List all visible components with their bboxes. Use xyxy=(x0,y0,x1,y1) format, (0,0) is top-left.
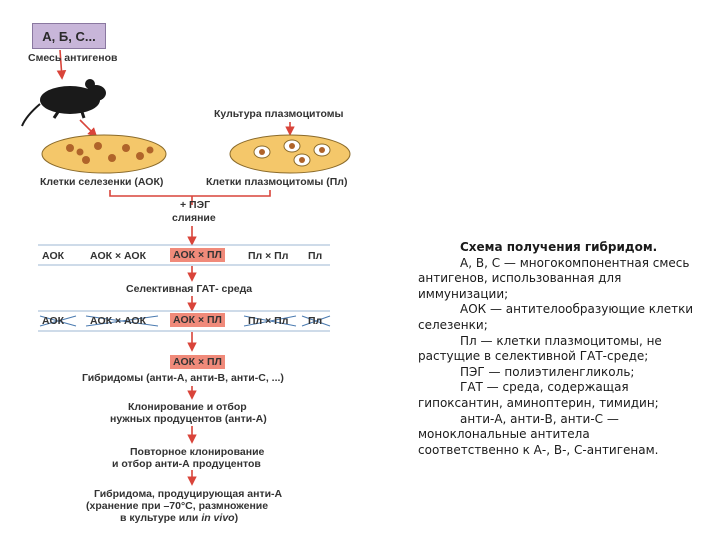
selective-label: Селективная ГАТ- среда xyxy=(126,283,253,295)
antigen-box: А, Б, С... xyxy=(32,23,106,49)
row1-cell-aok-aok: АОК × АОК xyxy=(90,250,147,262)
arrow-antigens xyxy=(56,49,67,80)
mixture-label: Смесь антигенов xyxy=(28,52,118,64)
row1-cell-aok: АОК xyxy=(42,250,65,262)
peg-label: + ПЭГ xyxy=(180,199,211,211)
row2-cell-aok-pl: АОК × ПЛ xyxy=(170,313,225,327)
final-line3-text: в культуре или xyxy=(120,512,202,524)
cloning-line1: Клонирование и отбор xyxy=(128,401,247,413)
row3-cell-aok-pl: АОК × ПЛ xyxy=(170,355,225,369)
row1-cell-pl-pl: Пл × Пл xyxy=(248,250,289,262)
row2-cell-aok: АОК xyxy=(42,315,65,327)
plasma-cells-label: Клетки плазмоцитомы (Пл) xyxy=(206,176,348,188)
spleen-cells-label: Клетки селезенки (АОК) xyxy=(40,176,164,188)
merge-bracket xyxy=(109,190,271,197)
row2-cell-pl: Пл xyxy=(308,315,323,327)
row1-cell-pl: Пл xyxy=(308,250,323,262)
hybridomas-label: Гибридомы (анти-А, анти-В, анти-С, ...) xyxy=(82,372,284,384)
cloning-line2: нужных продуцентов (анти-А) xyxy=(110,413,267,425)
row2-cell-aok-aok: АОК × АОК xyxy=(90,315,147,327)
caption-p3: Пл — клетки плазмоцитомы, не растущие в … xyxy=(418,333,662,364)
fusion-label: слияние xyxy=(172,212,216,224)
final-line3-italic: in vivo xyxy=(201,512,235,524)
caption-p4: ПЭГ — полиэтиленгликоль; xyxy=(460,364,635,379)
caption-p5: ГАТ — среда, содержащая гипоксантин, ами… xyxy=(418,380,659,410)
mouse-icon xyxy=(21,79,106,127)
row2-cell-pl-pl: Пл × Пл xyxy=(248,315,289,327)
plasma-cells-dish xyxy=(229,134,351,174)
caption: Схема получения гибридом. А, В, С — мног… xyxy=(418,240,694,458)
arrow-mouse xyxy=(79,119,98,138)
caption-title: Схема получения гибридом. xyxy=(460,240,658,254)
caption-p6: анти-А, анти-В, анти-С — моноклональные … xyxy=(418,411,659,457)
final-line3-close: ) xyxy=(234,512,239,524)
spleen-cells-dish xyxy=(41,134,167,174)
caption-p2: АОК — антителообразующие клетки селезенк… xyxy=(418,302,694,332)
final-line1: Гибридома, продуцирующая анти-А xyxy=(94,488,283,500)
recloning-line2: и отбор анти-А продуцентов xyxy=(112,458,261,470)
final-line2: (хранение при –70°С, размножение xyxy=(86,500,269,512)
culture-label: Культура плазмоцитомы xyxy=(214,108,344,120)
row1-cell-aok-pl: АОК × ПЛ xyxy=(170,248,225,262)
final-line3: в культуре или in vivo) xyxy=(120,512,238,524)
caption-p1: А, В, С — многокомпонентная смесь антиге… xyxy=(418,255,690,301)
recloning-line1: Повторное клонирование xyxy=(130,446,265,458)
